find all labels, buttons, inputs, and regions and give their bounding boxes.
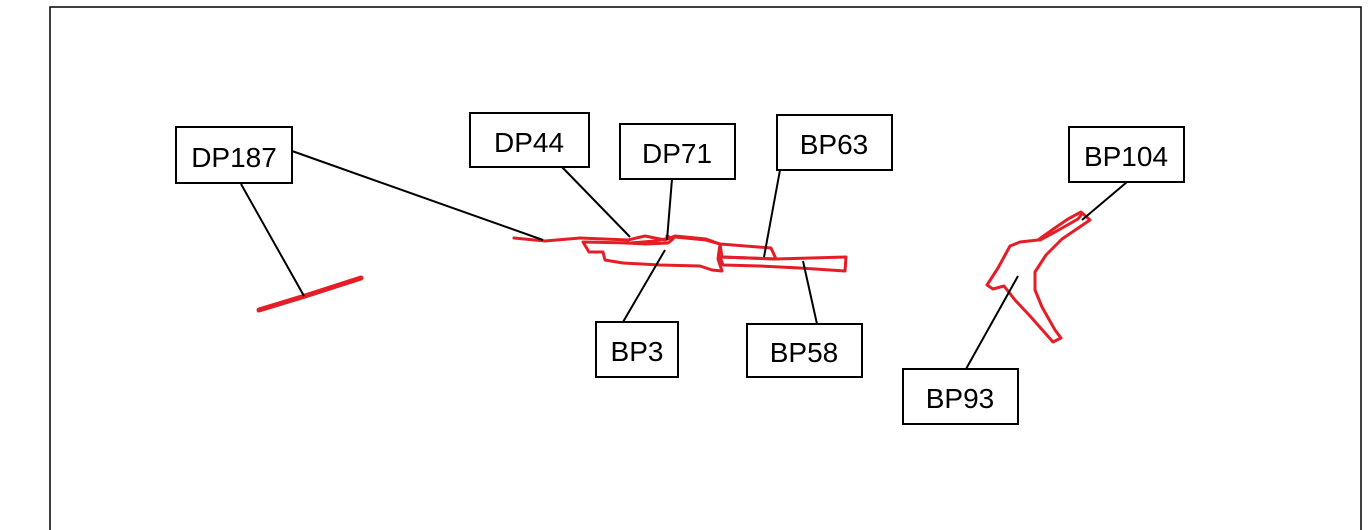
label-bp93-text: BP93 — [926, 383, 995, 414]
shape-bp58 — [718, 255, 848, 273]
diagram-frame — [49, 6, 1362, 530]
leader-dp187-b — [240, 183, 305, 297]
shape-bp93 — [985, 210, 1092, 344]
label-bp104: BP104 — [1068, 126, 1185, 183]
leader-lines — [240, 150, 1128, 370]
leader-bp58 — [802, 260, 818, 325]
label-dp44-text: DP44 — [494, 127, 564, 158]
label-bp93: BP93 — [902, 368, 1019, 425]
shape-dp187 — [256, 275, 364, 313]
label-bp104-text: BP104 — [1084, 141, 1168, 172]
shape-bp104 — [1038, 212, 1084, 242]
label-bp3: BP3 — [595, 321, 679, 378]
shape-bp3 — [581, 235, 724, 273]
label-bp63-text: BP63 — [800, 129, 869, 160]
label-dp187: DP187 — [175, 126, 293, 184]
leader-dp44 — [561, 166, 631, 238]
leader-bp3 — [622, 249, 666, 323]
label-bp58: BP58 — [746, 323, 863, 378]
label-dp71: DP71 — [619, 123, 736, 180]
leader-bp63 — [763, 169, 781, 258]
leader-dp187-a — [291, 150, 544, 241]
label-dp187-text: DP187 — [191, 142, 277, 173]
label-dp44: DP44 — [469, 112, 590, 168]
leader-dp71 — [666, 178, 673, 241]
leader-bp104 — [1081, 181, 1128, 221]
label-bp3-text: BP3 — [611, 336, 664, 367]
label-dp71-text: DP71 — [642, 138, 712, 169]
label-bp58-text: BP58 — [770, 337, 839, 368]
label-bp63: BP63 — [776, 114, 893, 171]
leader-bp93 — [965, 275, 1019, 370]
shape-group — [256, 210, 1092, 344]
